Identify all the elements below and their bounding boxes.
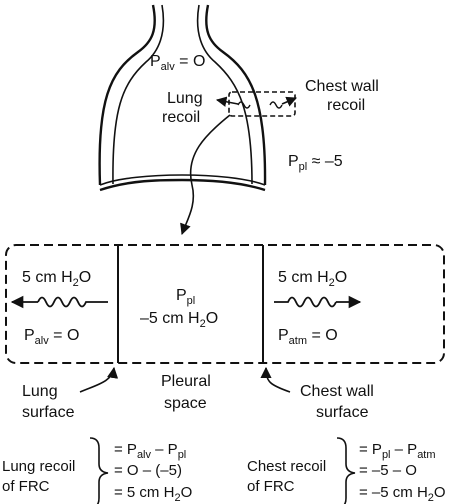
chest-wall-recoil-label: Chest wall — [305, 78, 379, 95]
right-pressure-label: 5 cm H2O — [278, 269, 347, 289]
right-patm-label: Patm = O — [278, 327, 338, 347]
zoom-connector-arrow — [180, 114, 231, 236]
chest-wall-surface-label: Chest wall — [300, 383, 374, 400]
lung-recoil-label: Lung — [167, 90, 203, 107]
left-spring-icon — [37, 296, 108, 308]
pleural-space-label-2: space — [164, 395, 207, 412]
left-pressure-label: 5 cm H2O — [22, 269, 91, 289]
small-spring-icon — [237, 101, 283, 109]
chest-wall-recoil-label-2: recoil — [327, 97, 365, 114]
left-palv-label: Palv = O — [24, 327, 79, 347]
lung-surface-arrow — [79, 366, 119, 393]
lung-recoil-label-2: recoil — [162, 109, 200, 126]
chest-eq-line-1: = Ppl – Patm — [359, 441, 436, 461]
lung-eq-line-3: = 5 cm H2O — [114, 484, 192, 504]
chest-surface-arrow — [260, 366, 291, 393]
chest-recoil-frc-label: Chest recoil — [247, 458, 326, 475]
lung-eq-line-1: = Palv – Ppl — [114, 441, 186, 461]
center-ppl-value: –5 cm H2O — [140, 310, 218, 330]
lung-recoil-frc-label: Lung recoil — [2, 458, 75, 475]
lung-chest-outline — [98, 4, 267, 192]
center-ppl-label: Ppl — [176, 287, 195, 307]
chest-recoil-frc-label-2: of FRC — [247, 478, 295, 495]
p-pl-approx-label: Ppl ≈ –5 — [288, 153, 343, 173]
lung-surface-label-2: surface — [22, 404, 75, 421]
chest-eq-line-2: = –5 – O — [359, 462, 417, 479]
lung-eq-line-2: = O – (–5) — [114, 462, 182, 479]
lung-recoil-small-arrow — [215, 96, 239, 107]
chest-recoil-small-arrow — [281, 96, 297, 107]
lung-surface-label: Lung — [22, 383, 58, 400]
lung-brace — [89, 437, 109, 504]
lung-recoil-frc-label-2: of FRC — [2, 478, 50, 495]
pleural-space-label: Pleural — [161, 373, 211, 390]
right-spring-icon — [274, 296, 337, 308]
chest-brace — [336, 437, 356, 504]
chest-wall-surface-label-2: surface — [316, 404, 369, 421]
chest-eq-line-3: = –5 cm H2O — [359, 484, 446, 504]
p-alv-label: Palv = O — [150, 53, 205, 73]
pleural-detail-box — [5, 244, 445, 364]
